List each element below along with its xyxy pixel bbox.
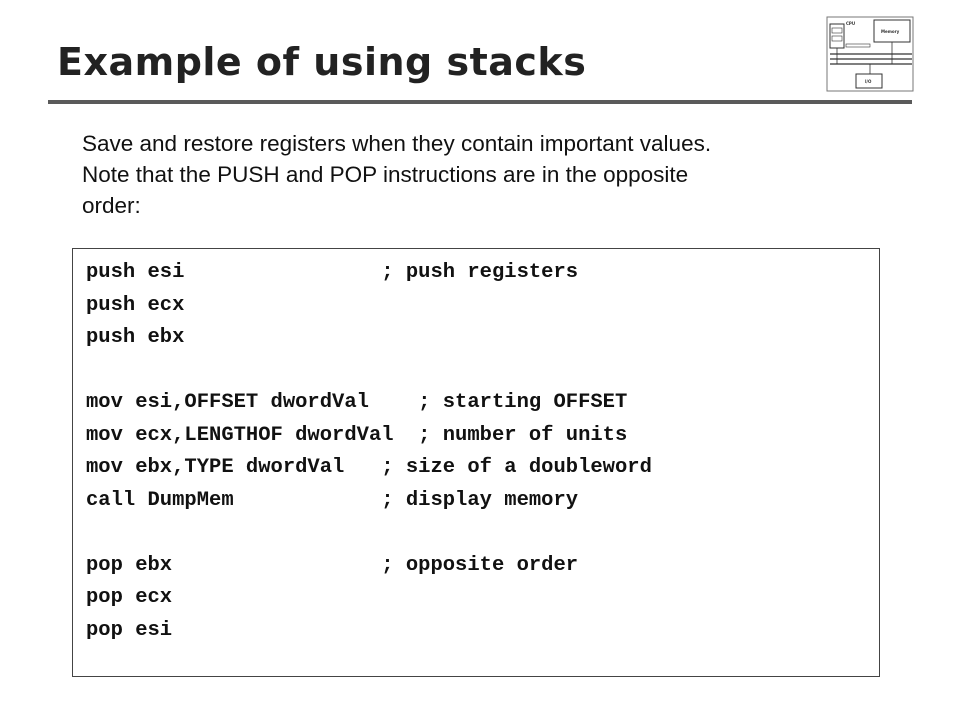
code-line: pop ebx ; opposite order <box>86 553 579 577</box>
code-line: mov esi,OFFSET dwordVal ; starting OFFSE… <box>86 391 628 414</box>
intro-line: Note that the PUSH and POP instructions … <box>82 162 689 187</box>
code-line: pop esi <box>86 618 173 642</box>
logo-io-label: I/O <box>865 79 872 84</box>
slide-title: Example of using stacks <box>57 40 587 84</box>
title-divider <box>48 100 912 104</box>
code-line: push ebx <box>86 326 185 349</box>
code-line <box>86 517 652 550</box>
code-line: mov ecx,LENGTHOF dwordVal ; number of un… <box>86 423 628 447</box>
computer-architecture-diagram-icon: CPU Memory I/O <box>826 16 914 92</box>
code-line <box>86 355 652 388</box>
intro-line: order: <box>82 193 141 218</box>
logo-memory-label: Memory <box>881 29 900 34</box>
code-line: push ecx <box>86 293 185 317</box>
intro-paragraph: Save and restore registers when they con… <box>82 128 882 221</box>
intro-line: Save and restore registers when they con… <box>82 131 712 156</box>
code-line: call DumpMem ; display memory <box>86 488 579 512</box>
code-listing-box: push esi ; push registers push ecx push eb… <box>72 248 880 677</box>
logo-cpu-label: CPU <box>846 21 855 26</box>
code-line: pop ecx <box>86 586 173 609</box>
code-line: mov ebx,TYPE dwordVal ; size of a double… <box>86 456 652 479</box>
code-line: push esi ; push registers <box>86 261 579 284</box>
code-listing: push esi ; push registers push ecx push eb… <box>86 257 652 647</box>
